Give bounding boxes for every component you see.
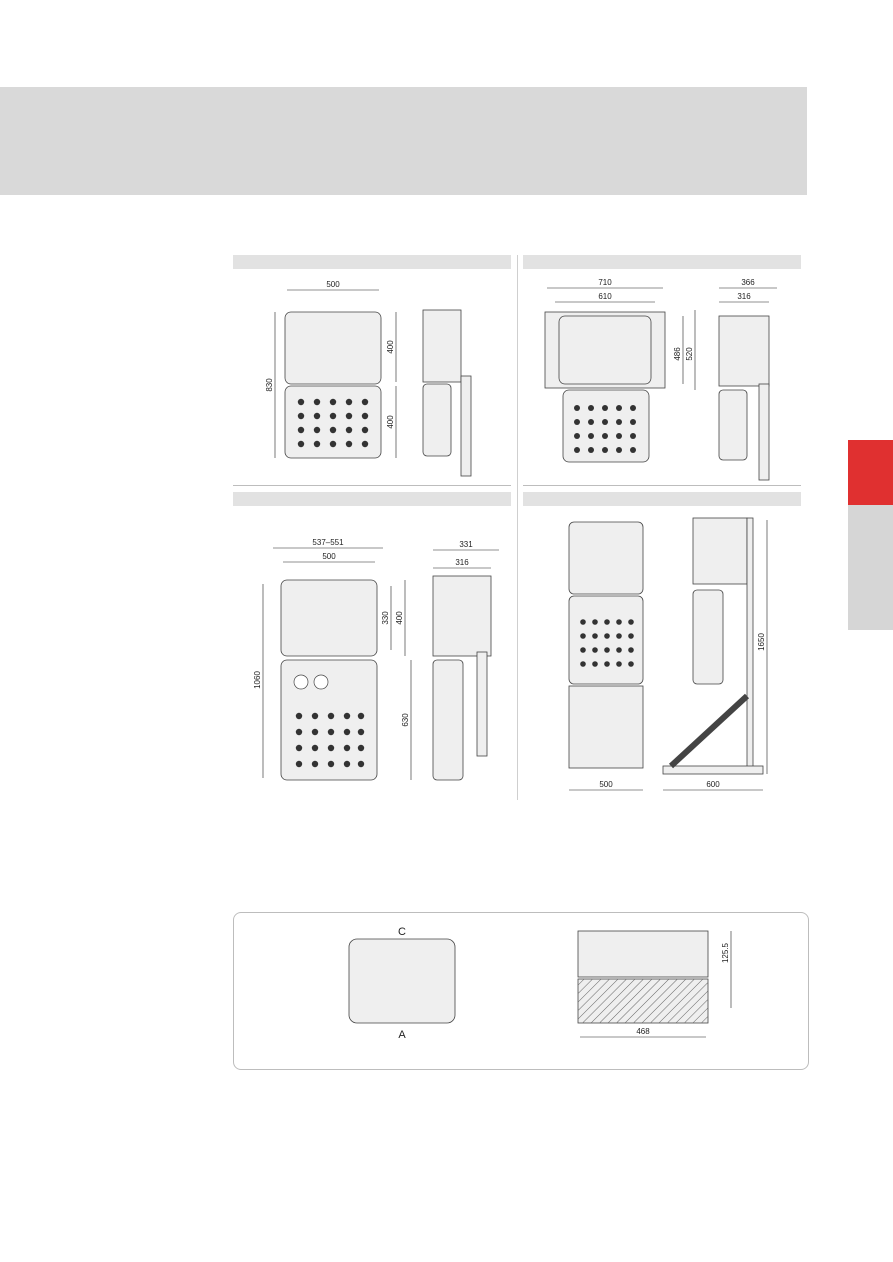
side-view-foot [662, 765, 764, 775]
panel-c-title-bar [233, 492, 511, 506]
dim-height-inner: 486 [673, 347, 682, 361]
enclosure-upper [558, 315, 652, 385]
enclosure-lower [562, 389, 650, 463]
dim-width: 500 [326, 280, 340, 289]
side-view-lower [422, 383, 452, 457]
enclosure-top-view [348, 938, 456, 1024]
label-c: C [398, 926, 406, 938]
dimension-lines [547, 287, 777, 390]
panel-divider-left [233, 485, 511, 486]
dim-inner-width: 610 [598, 292, 612, 301]
header-band [0, 87, 807, 195]
enclosure-upper [284, 311, 382, 385]
dim-width: 500 [322, 552, 336, 561]
dim-total-height: 1060 [253, 671, 262, 689]
dim-depth-inner: 316 [455, 558, 469, 567]
dimension-lines [274, 289, 397, 458]
dim-lower-height: 630 [401, 713, 410, 727]
dim-total-height: 830 [265, 378, 274, 392]
side-view-upper [422, 309, 462, 383]
enclosure-lower [568, 595, 644, 685]
dim-upper-height: 400 [386, 340, 395, 354]
side-view-upper [692, 517, 748, 585]
dim-depth-outer: 331 [459, 540, 473, 549]
section-tab-active[interactable] [848, 440, 893, 505]
cable-glands [580, 619, 634, 667]
dim-depth-outer: 366 [741, 278, 755, 287]
dim-width: 468 [636, 1027, 650, 1036]
section-hatch [578, 979, 708, 1023]
dimension-lines [262, 547, 499, 780]
dimension-lines [569, 520, 768, 791]
side-view-post [746, 517, 754, 769]
dim-height: 1650 [757, 633, 766, 651]
side-view-post [476, 651, 488, 757]
side-view-lower [718, 389, 748, 461]
side-view-lower [432, 659, 464, 781]
section-tab[interactable] [848, 505, 893, 630]
dim-height-outer: 520 [685, 347, 694, 361]
dim-height: 125.5 [721, 942, 730, 963]
panel-divider-vertical [517, 255, 518, 800]
dim-upper-outer: 400 [395, 611, 404, 625]
cable-glands [574, 405, 636, 453]
dim-outer-width: 710 [598, 278, 612, 287]
panel-a-title-bar [233, 255, 511, 269]
dimension-lines [580, 931, 732, 1038]
cable-glands [297, 398, 369, 448]
panel-divider-right [523, 485, 801, 486]
dim-lower-height: 400 [386, 415, 395, 429]
dim-depth: 600 [706, 780, 720, 789]
enclosure-upper [280, 579, 378, 657]
drawing-panel-c: 537–551 500 1060 330 400 630 331 316 [233, 510, 511, 800]
enclosure-lower [284, 385, 382, 459]
side-view-post [460, 375, 472, 477]
label-a: A [398, 1029, 406, 1041]
enclosure-lower [280, 659, 378, 781]
dim-upper-inner: 330 [381, 611, 390, 625]
indicator-lamps [293, 674, 329, 690]
enclosure-upper [568, 521, 644, 595]
cable-glands [295, 712, 365, 768]
side-view-brace [668, 693, 750, 769]
dim-width: 500 [599, 780, 613, 789]
panel-b-title-bar [523, 255, 801, 269]
drawing-panel-b: 710 610 486 520 366 316 [523, 270, 801, 482]
side-view-upper [718, 315, 770, 387]
side-view-post [758, 383, 770, 481]
dim-width-range: 537–551 [312, 538, 344, 547]
drawing-panel-a: 500 830 400 400 [233, 270, 511, 482]
detail-box: C A 125.5 468 [233, 912, 809, 1070]
section-view-upper [577, 930, 709, 978]
panel-d-title-bar [523, 492, 801, 506]
stand-base-front [568, 685, 644, 769]
dim-depth-inner: 316 [737, 292, 751, 301]
drawing-panel-d: 1650 500 600 [523, 510, 801, 800]
side-view-lower [692, 589, 724, 685]
side-view-upper [432, 575, 492, 657]
